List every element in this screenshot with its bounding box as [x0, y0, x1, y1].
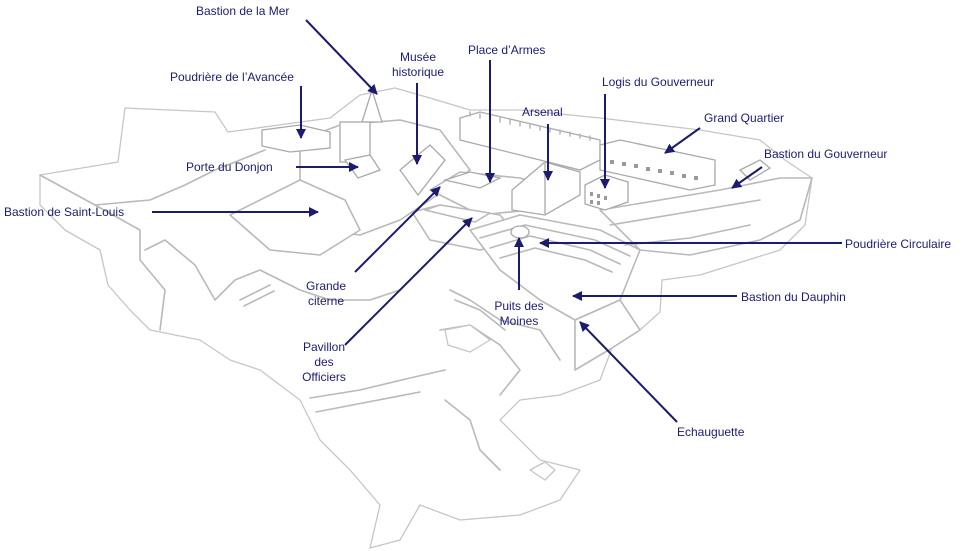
label-puits-des-moines: Puits des Moines — [484, 299, 554, 329]
label-bastion-du-dauphin: Bastion du Dauphin — [741, 290, 846, 304]
arrow-pavillon-officiers — [344, 217, 473, 346]
label-poudriere-circulaire: Poudrière Circulaire — [845, 237, 952, 251]
label-grande-citerne: Grande citerne — [296, 279, 356, 309]
label-place-darmes: Place d’Armes — [468, 43, 546, 57]
poudriere-circulaire-shape — [510, 225, 530, 239]
poudriere-avancee-building — [261, 124, 331, 153]
musee-building — [399, 144, 446, 197]
arrow-grand-quartier — [664, 127, 701, 154]
pointer-arrows — [152, 19, 842, 423]
label-logis-du-gouverneur: Logis du Gouverneur — [602, 75, 715, 89]
label-porte-du-donjon: Porte du Donjon — [186, 160, 273, 174]
logis-windows — [590, 192, 607, 205]
label-pavillon-des-officiers: Pavillon des Officiers — [289, 340, 359, 385]
label-citerne-line1: Grande — [305, 279, 347, 293]
label-musee-line1: Musée — [399, 50, 437, 64]
porte-donjon-building — [343, 154, 381, 179]
label-puits-line2: Moines — [499, 314, 539, 328]
label-musee-historique: Musée historique — [382, 50, 454, 80]
arrow-bastion-mer — [305, 19, 378, 95]
label-citerne-line2: citerne — [307, 294, 345, 308]
left-lower-work — [144, 239, 401, 301]
left-ramp — [239, 284, 275, 307]
label-echauguette: Echauguette — [677, 425, 745, 439]
grand-quartier-building — [599, 139, 716, 191]
label-puits-line1: Puits des — [494, 299, 544, 313]
small-building-lower — [444, 324, 491, 353]
small-building-bottom — [529, 461, 556, 481]
label-bastion-de-la-mer: Bastion de la Mer — [196, 4, 290, 18]
label-pavillon-line2: des — [314, 355, 334, 369]
grand-quartier-windows — [610, 160, 698, 180]
label-musee-line2: historique — [391, 65, 445, 79]
label-bastion-de-saint-louis: Bastion de Saint-Louis — [4, 205, 125, 219]
lower-ramparts — [449, 289, 561, 361]
label-grand-quartier: Grand Quartier — [704, 111, 785, 125]
label-bastion-du-gouverneur: Bastion du Gouverneur — [764, 147, 888, 161]
label-pavillon-line3: Officiers — [302, 370, 346, 384]
dauphin-lower-wall — [574, 299, 641, 371]
tower-body — [339, 121, 371, 163]
bastion-saint-louis-shape — [229, 179, 361, 256]
label-poudriere-avancee: Poudrière de l’Avancée — [170, 70, 294, 84]
pavillon-block — [424, 204, 491, 223]
arrow-bastion-gouverneur — [731, 166, 763, 189]
label-arsenal: Arsenal — [522, 105, 563, 119]
arrow-grande-citerne — [354, 186, 441, 273]
tower-bastion-mer — [361, 87, 383, 123]
arrow-echauguette — [579, 321, 678, 423]
left-outer-work — [39, 149, 266, 331]
bottom-glacis — [309, 369, 446, 413]
buildings — [261, 87, 772, 239]
label-pavillon-line1: Pavillon — [302, 340, 346, 354]
